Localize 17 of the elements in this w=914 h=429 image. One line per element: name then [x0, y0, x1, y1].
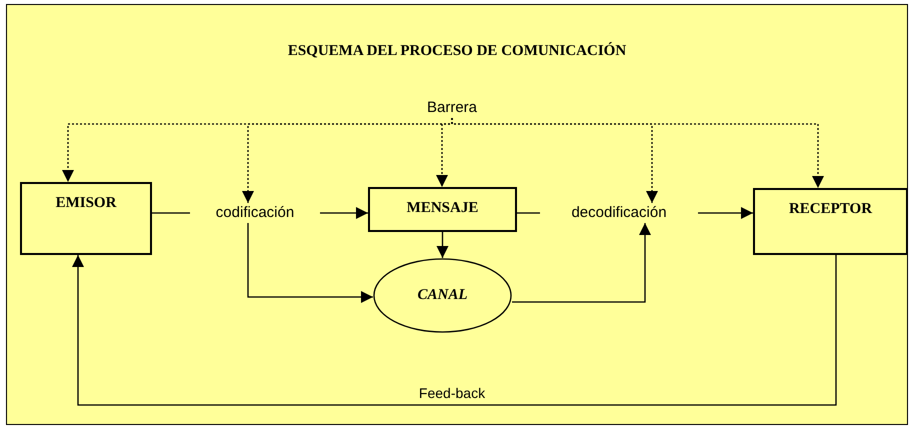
arrow: [436, 232, 448, 258]
process-box: EMISOR: [20, 182, 152, 255]
connector-line: [152, 212, 190, 214]
arrow: [698, 207, 753, 219]
arrow: [320, 207, 368, 219]
arrow: [247, 223, 373, 303]
step-label: decodificación: [540, 203, 698, 223]
step-label: Barrera: [420, 98, 484, 118]
step-label: codificación: [190, 203, 320, 223]
dotted-arrow: [451, 118, 824, 188]
connector-line: [517, 212, 540, 214]
process-box: RECEPTOR: [753, 188, 908, 255]
process-box: MENSAJE: [368, 187, 517, 232]
channel-ellipse: CANAL: [373, 258, 512, 333]
arrow: [512, 223, 651, 303]
arrow: [72, 255, 837, 406]
diagram-title: ESQUEMA DEL PROCESO DE COMUNICACIÓN: [286, 41, 628, 61]
